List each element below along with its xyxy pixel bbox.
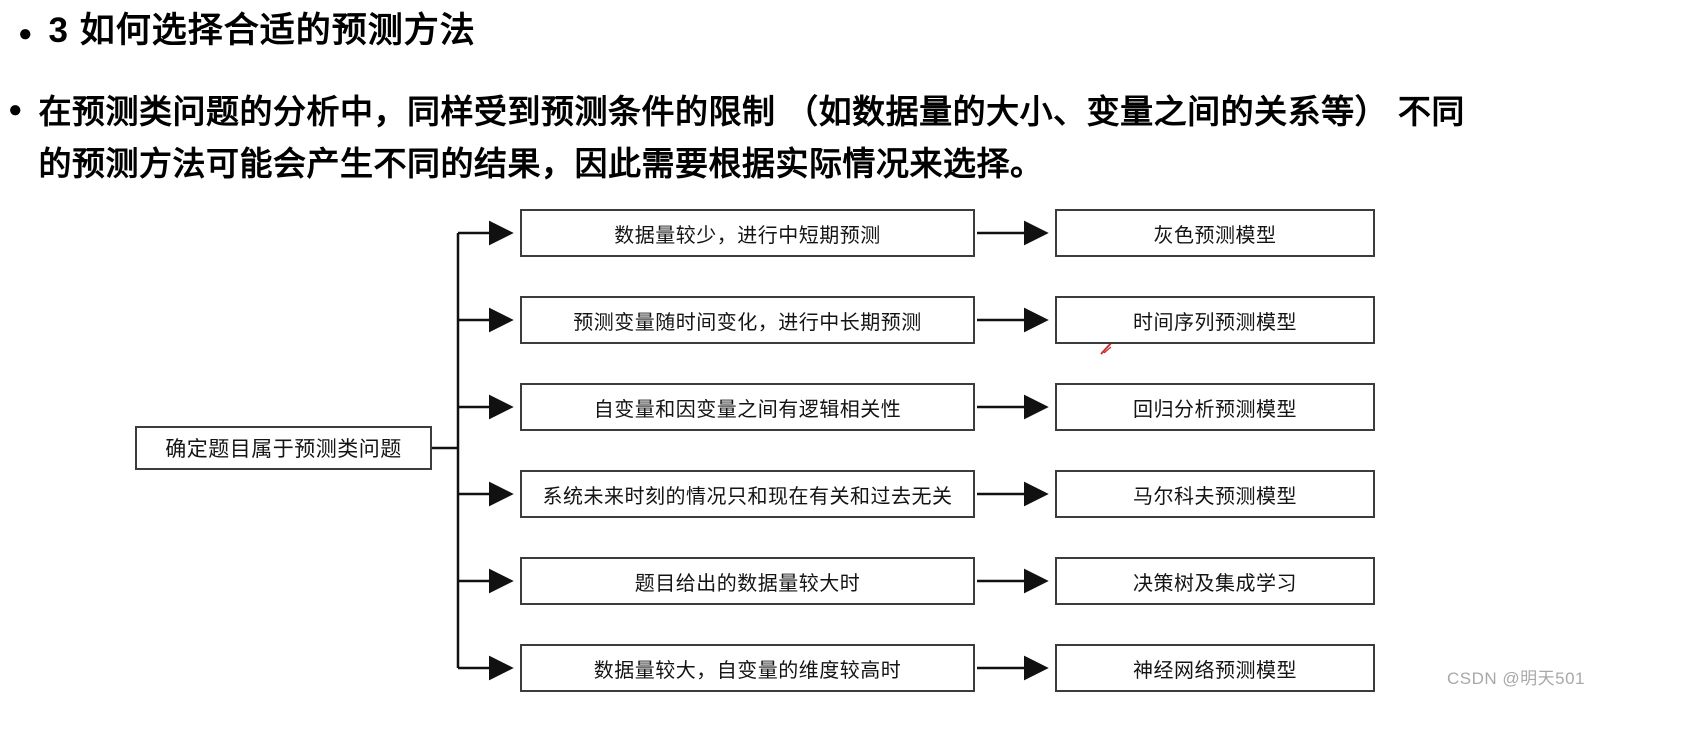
flowchart-root-node: 确定题目属于预测类问题 — [135, 426, 432, 470]
condition-node-4: 题目给出的数据量较大时 — [520, 557, 975, 605]
csdn-watermark: CSDN @明天501 — [1447, 669, 1586, 688]
model-node-2: 回归分析预测模型 — [1055, 383, 1375, 431]
section-title: ● 3 如何选择合适的预测方法 — [18, 10, 476, 52]
model-node-1: 时间序列预测模型 — [1055, 296, 1375, 344]
condition-node-1: 预测变量随时间变化，进行中长期预测 — [520, 296, 975, 344]
condition-node-5: 数据量较大，自变量的维度较高时 — [520, 644, 975, 692]
condition-node-0: 数据量较少，进行中短期预测 — [520, 209, 975, 257]
condition-node-2: 自变量和因变量之间有逻辑相关性 — [520, 383, 975, 431]
model-node-4: 决策树及集成学习 — [1055, 557, 1375, 605]
bullet-icon: ● — [8, 96, 23, 123]
intro-line-2: 的预测方法可能会产生不同的结果，因此需要根据实际情况来选择。 — [38, 145, 1044, 182]
model-node-5: 神经网络预测模型 — [1055, 644, 1375, 692]
intro-paragraph-text: 在预测类问题的分析中，同样受到预测条件的限制 （如数据量的大小、变量之间的关系等… — [39, 86, 1465, 190]
intro-paragraph: ● 在预测类问题的分析中，同样受到预测条件的限制 （如数据量的大小、变量之间的关… — [8, 86, 1465, 190]
model-node-0: 灰色预测模型 — [1055, 209, 1375, 257]
section-title-text: 3 如何选择合适的预测方法 — [48, 11, 476, 50]
intro-line-1: 在预测类问题的分析中，同样受到预测条件的限制 （如数据量的大小、变量之间的关系等… — [38, 93, 1465, 130]
model-node-3: 马尔科夫预测模型 — [1055, 470, 1375, 518]
condition-node-3: 系统未来时刻的情况只和现在有关和过去无关 — [520, 470, 975, 518]
bullet-icon: ● — [18, 20, 33, 47]
